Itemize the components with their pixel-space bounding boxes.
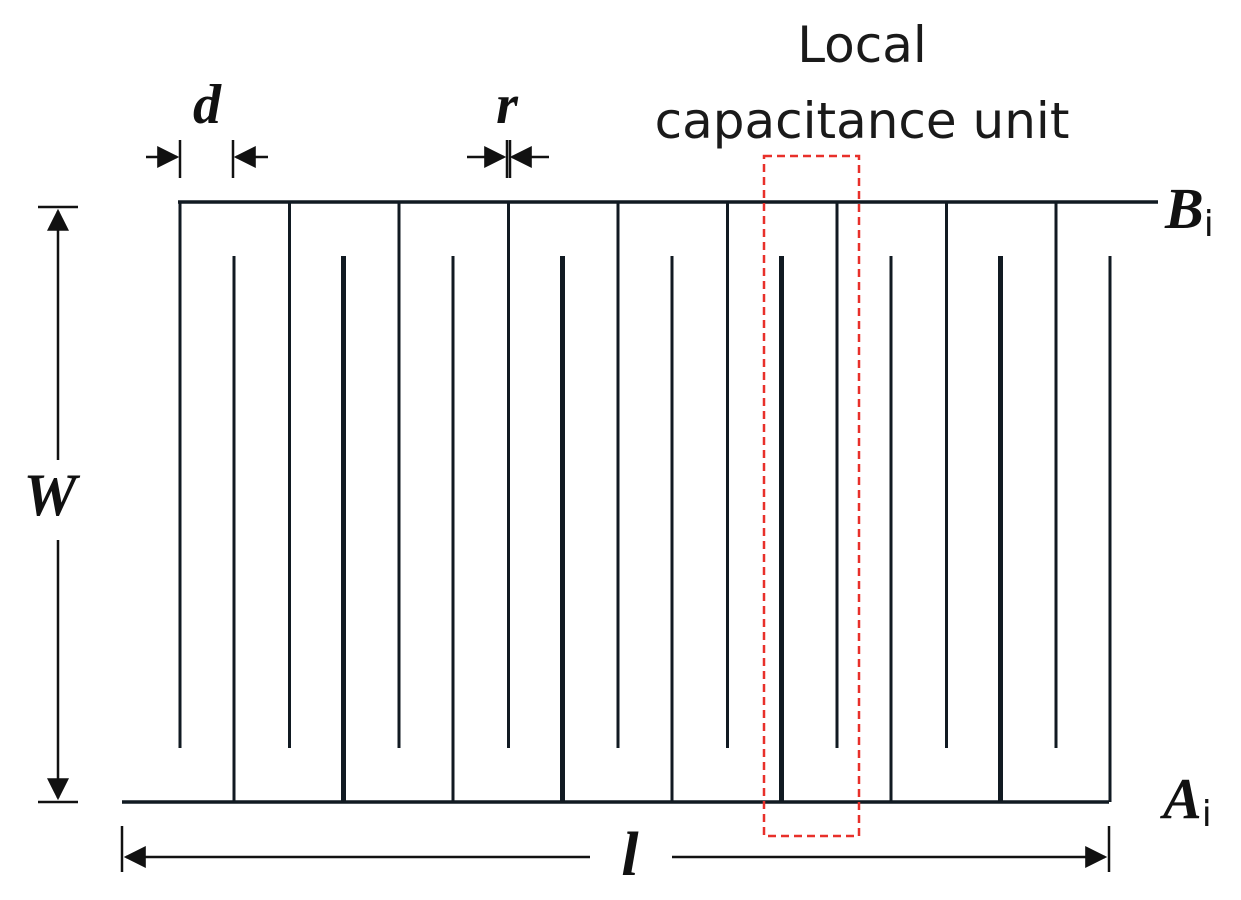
label-l: l [621,821,639,889]
label-d: d [193,74,222,136]
label-b-electrode: Bi [1164,176,1214,245]
label-w: W [23,462,80,528]
local-capacitance-unit-box [762,154,861,838]
length-l-dimension: l [120,821,1111,889]
spacing-d-dimension: d [146,74,268,178]
label-r: r [496,74,519,136]
width-r-dimension: r [467,74,549,178]
unit-label-line1: Local [797,16,927,74]
unit-label-line2: capacitance unit [655,92,1070,150]
bottom-electrode-fingers [232,256,1112,802]
width-w-dimension: W [23,205,80,804]
top-electrode-fingers [178,202,1058,748]
label-a-electrode: Ai [1160,766,1212,835]
